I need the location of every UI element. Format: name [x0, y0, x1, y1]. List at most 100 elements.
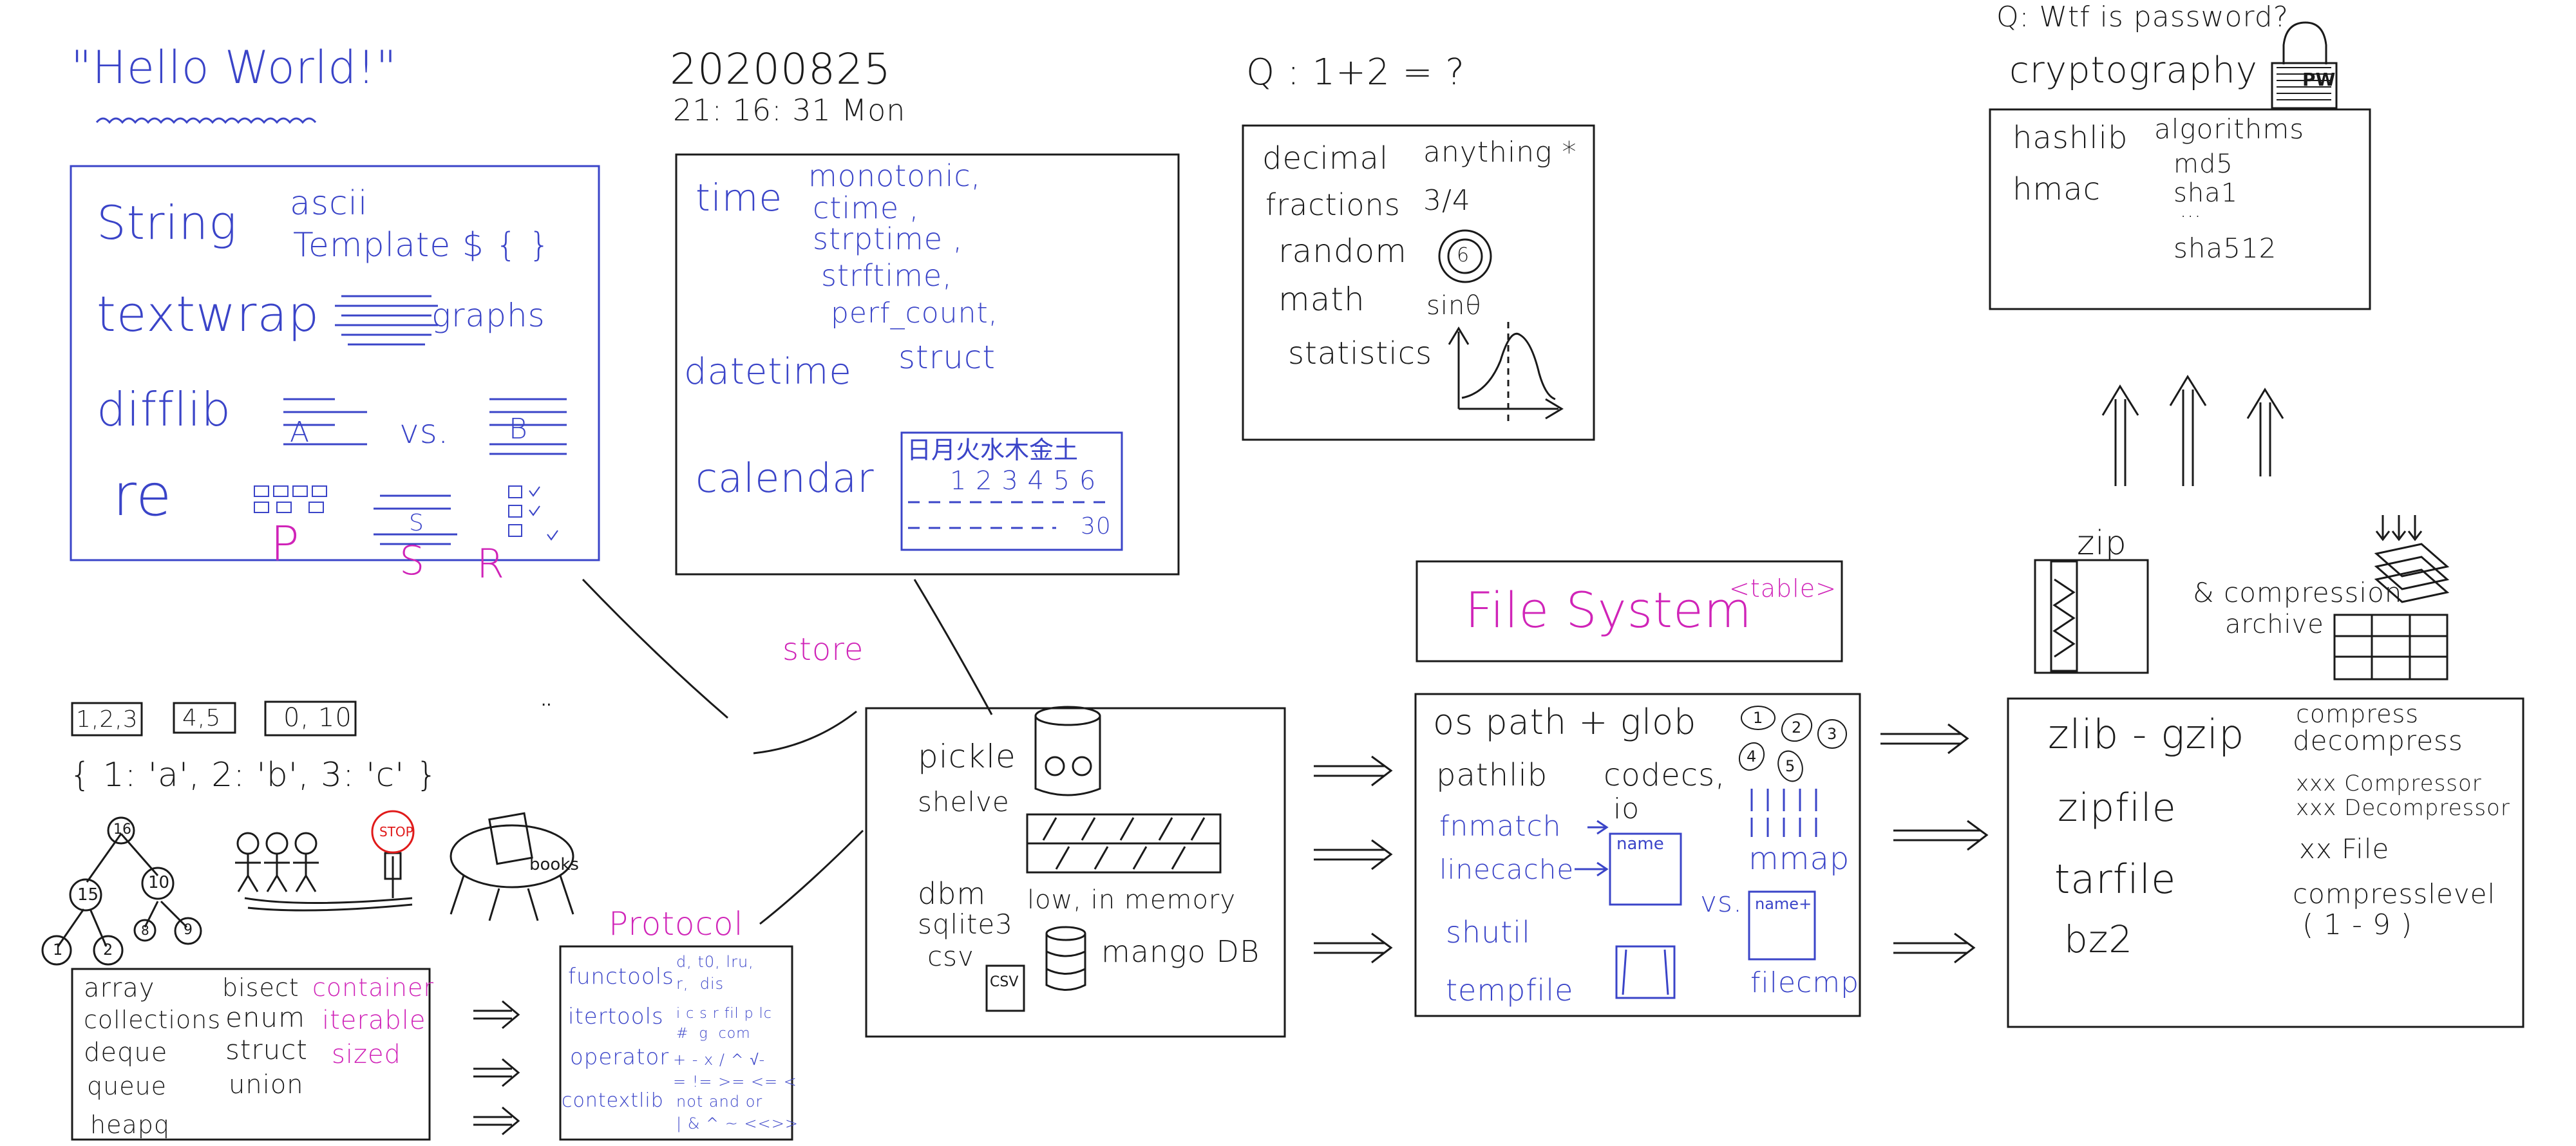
- functools-label: functools: [568, 964, 674, 990]
- list-1: 1,2,3: [76, 706, 138, 733]
- bz2-label: bz2: [2064, 917, 2134, 961]
- itertools-note: i c s r fil p lc # g com: [676, 1006, 772, 1042]
- io-label: io: [1613, 793, 1640, 825]
- string-label: String: [97, 196, 238, 250]
- calendar-row: 1 2 3 4 5 6: [950, 466, 1097, 496]
- tempfile-label: tempfile: [1446, 973, 1574, 1008]
- mango-db-label: mango DB: [1101, 934, 1260, 969]
- sha512-label: sha512: [2174, 232, 2277, 264]
- diff-b-label: B: [509, 413, 528, 446]
- date-text: 20200825: [670, 44, 891, 94]
- random-label: random: [1278, 232, 1407, 270]
- calendar-label: calendar: [696, 455, 875, 502]
- difflib-label: difflib: [97, 382, 232, 437]
- tree-node-9: 9: [184, 922, 193, 938]
- low-memory-label: low, in memory: [1027, 885, 1236, 915]
- compress-label: compress: [2296, 700, 2420, 728]
- list-3: 0, 10: [283, 703, 352, 733]
- fractions-note: 3/4: [1423, 184, 1471, 217]
- hmac-label: hmac: [2012, 171, 2101, 207]
- stop-sign-icon: STOP: [379, 824, 413, 840]
- tree-node-15: 15: [77, 885, 99, 905]
- shutil-label: shutil: [1446, 915, 1531, 950]
- fnmatch-label: fnmatch: [1439, 810, 1562, 843]
- table-tag: <table>: [1729, 574, 1837, 603]
- archive-label: archive: [2225, 610, 2324, 639]
- col2-enum: enum: [225, 1002, 305, 1033]
- name-box-1: name: [1616, 834, 1664, 854]
- pickle-label: pickle: [918, 738, 1016, 775]
- crypto-title: cryptography: [2009, 50, 2258, 91]
- operator-note: + - x / ^ √- = != >= <= <: [673, 1051, 797, 1091]
- tree-node-8: 8: [141, 923, 149, 938]
- col1-deque: deque: [84, 1038, 168, 1067]
- time-item-4: strftime,: [821, 258, 952, 293]
- decimal-note: anything *: [1423, 136, 1577, 169]
- level-range-label: ( 1 - 9 ): [2302, 908, 2413, 941]
- file-system-title: File System: [1465, 581, 1752, 639]
- glob-circle-2: 2: [1792, 719, 1802, 737]
- glob-circle-3: 3: [1827, 725, 1837, 743]
- psr-r: R: [477, 540, 506, 587]
- col1-array: array: [84, 973, 155, 1003]
- glob-circle-1: 1: [1753, 709, 1763, 727]
- time-item-3: strptime ,: [813, 221, 963, 256]
- struct-label: struct: [898, 339, 996, 376]
- calendar-header: 日月火水木金土: [907, 436, 1079, 464]
- col2-union: union: [229, 1070, 304, 1100]
- lock-icon: PW: [2302, 69, 2336, 90]
- datetime-label: datetime: [684, 351, 852, 393]
- col1-heapq: heapq: [90, 1111, 170, 1139]
- ellipsis-label: ...: [2180, 198, 2202, 222]
- itertools-label: itertools: [568, 1004, 664, 1029]
- pathlib-label: pathlib: [1436, 757, 1548, 793]
- functools-note: d, t0, lru, r, dis: [676, 953, 754, 993]
- tree-node-1: 1: [53, 941, 63, 959]
- col2-struct: struct: [225, 1034, 308, 1066]
- statistics-label: statistics: [1288, 335, 1432, 371]
- col2-bisect: bisect: [222, 973, 299, 1002]
- decompress-label: decompress: [2293, 725, 2463, 756]
- col3-container: container: [312, 973, 435, 1002]
- ascii-label: ascii: [290, 184, 368, 223]
- time-item-5: perf_count,: [831, 297, 998, 330]
- operator-label: operator: [570, 1044, 670, 1070]
- template-label: Template $ { }: [293, 226, 551, 265]
- time-item-1: monotonic,: [808, 158, 981, 193]
- md5-label: md5: [2174, 149, 2233, 179]
- ospath-glob-label: os path + glob: [1433, 702, 1697, 742]
- contextlib-note: not and or | & ^ ~ <<>>: [676, 1093, 799, 1132]
- col1-queue: queue: [87, 1072, 167, 1100]
- re-s-small: S: [409, 510, 424, 536]
- time-item-2: ctime ,: [813, 191, 920, 225]
- fractions-label: fractions: [1265, 187, 1401, 222]
- compresslevel-label: compresslevel: [2293, 878, 2496, 910]
- store-label: store: [782, 632, 864, 668]
- hashlib-label: hashlib: [2012, 120, 2128, 156]
- hello-world-text: "Hello World!": [71, 41, 397, 94]
- col1-collections: collections: [84, 1006, 222, 1034]
- textwrap-label: textwrap: [97, 285, 320, 343]
- time-text: 21: 16: 31 Mon: [673, 93, 906, 127]
- tarfile-label: tarfile: [2054, 856, 2177, 903]
- csv-file-icon: CSV: [990, 974, 1019, 990]
- graphs-label: graphs: [431, 297, 545, 334]
- protocol-title: Protocol: [609, 905, 744, 943]
- mmap-label: mmap: [1748, 841, 1850, 877]
- filecmp-label: filecmp: [1750, 966, 1859, 999]
- name-box-2: name+: [1755, 895, 1812, 913]
- re-label: re: [113, 462, 173, 529]
- zlib-gzip-label: zlib - gzip: [2048, 711, 2245, 758]
- dot-mark: ..: [541, 691, 552, 710]
- linecache-label: linecache: [1439, 854, 1575, 885]
- glob-circle-4: 4: [1747, 747, 1757, 766]
- books-label: books: [529, 855, 579, 874]
- dice-icon: 6: [1457, 244, 1470, 267]
- sha1-label: sha1: [2174, 178, 2239, 208]
- zip-label: zip: [2077, 524, 2127, 563]
- xx-file-label: xx File: [2299, 833, 2390, 865]
- math-note: sinθ: [1426, 291, 1482, 321]
- psr-p: P: [270, 516, 300, 572]
- list-2: 4,5: [182, 705, 222, 731]
- diff-a-label: A: [290, 416, 310, 449]
